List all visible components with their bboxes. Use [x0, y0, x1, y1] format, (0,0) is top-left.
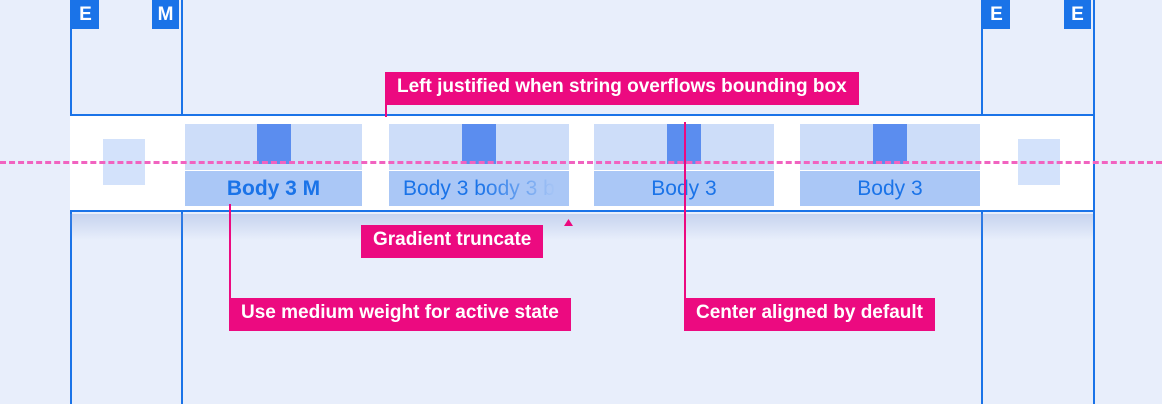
annotation-left-justified: Left justified when string overflows bou…: [385, 72, 859, 105]
card-drop-shadow: [70, 214, 1093, 240]
annotation-medium-weight: Use medium weight for active state: [229, 298, 571, 331]
marker-badge-e-right-2: E: [1064, 0, 1091, 29]
guide-rail-right-edge: [1093, 0, 1095, 404]
tab-item-1[interactable]: Body 3 M: [185, 124, 362, 206]
leader-line-center-aligned: [684, 122, 686, 298]
tab-icon-placeholder: [256, 124, 291, 164]
tab-icon-placeholder: [462, 124, 496, 164]
annotation-gradient-truncate: Gradient truncate: [361, 225, 544, 258]
leader-line-left-justified: [385, 105, 387, 117]
annotation-center-aligned: Center aligned by default: [684, 298, 935, 331]
leader-line-medium-weight: [229, 204, 231, 298]
tab-label: Body 3: [800, 171, 980, 206]
vertical-center-guideline: [0, 161, 1162, 164]
tab-item-2[interactable]: Body 3 body 3 body 3: [389, 124, 569, 206]
tab-label: Body 3 body 3 body 3: [389, 171, 569, 206]
marker-badge-m: M: [152, 0, 179, 29]
marker-badge-e-right-1: E: [983, 0, 1010, 29]
tab-item-4[interactable]: Body 3: [800, 124, 980, 206]
tab-icon-placeholder: [873, 124, 907, 164]
marker-badge-e-left: E: [72, 0, 99, 29]
tab-label: Body 3 M: [185, 171, 362, 206]
annotation-gradient-truncate-notch: [564, 219, 573, 226]
